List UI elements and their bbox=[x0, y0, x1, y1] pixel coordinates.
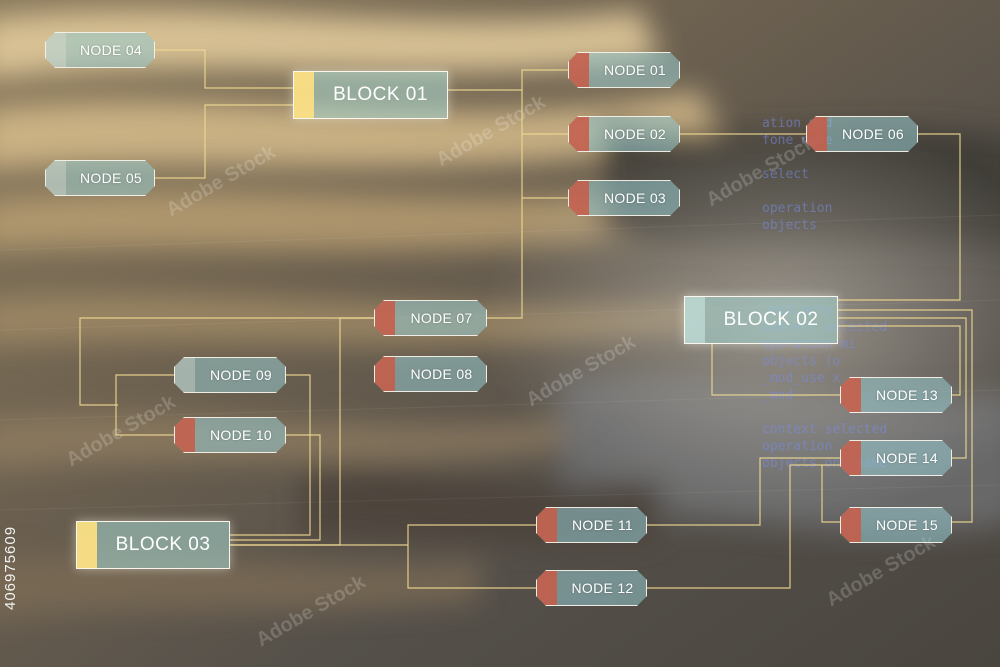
block-cap bbox=[294, 72, 314, 118]
node-cap bbox=[807, 117, 827, 151]
node-label: NODE 11 bbox=[572, 517, 633, 533]
node-cap bbox=[537, 508, 557, 542]
node-cap bbox=[46, 161, 66, 195]
node-label: NODE 05 bbox=[79, 170, 142, 186]
node-cap bbox=[841, 378, 861, 412]
node-cap bbox=[841, 508, 861, 542]
code-line: select bbox=[762, 167, 809, 182]
node-01[interactable]: NODE 01 bbox=[568, 52, 680, 88]
node-13[interactable]: NODE 13 bbox=[840, 377, 952, 413]
node-10[interactable]: NODE 10 bbox=[174, 417, 286, 453]
node-14[interactable]: NODE 14 bbox=[840, 440, 952, 476]
node-cap bbox=[375, 357, 395, 391]
node-07[interactable]: NODE 07 bbox=[374, 300, 487, 336]
code-line: operation bbox=[762, 201, 833, 216]
node-label: NODE 03 bbox=[603, 190, 666, 206]
block-label: BLOCK 02 bbox=[723, 309, 819, 330]
node-label: NODE 01 bbox=[603, 62, 666, 78]
node-cap bbox=[175, 418, 195, 452]
node-cap bbox=[537, 571, 557, 605]
node-label: NODE 13 bbox=[875, 387, 938, 403]
block-label: BLOCK 03 bbox=[115, 534, 211, 555]
node-label: NODE 06 bbox=[841, 126, 904, 142]
node-cap bbox=[841, 441, 861, 475]
node-cap bbox=[175, 358, 195, 392]
code-line: operation bbox=[762, 439, 833, 454]
node-cap bbox=[569, 181, 589, 215]
node-15[interactable]: NODE 15 bbox=[840, 507, 952, 543]
node-label: NODE 10 bbox=[209, 427, 272, 443]
code-line: _mod_use x bbox=[762, 371, 841, 386]
node-08[interactable]: NODE 08 bbox=[374, 356, 487, 392]
block-label: BLOCK 01 bbox=[333, 84, 428, 105]
node-label: NODE 04 bbox=[79, 42, 142, 58]
stock-id: 406975609 bbox=[2, 525, 19, 610]
node-cap bbox=[569, 53, 589, 87]
node-04[interactable]: NODE 04 bbox=[45, 32, 155, 68]
block-cap bbox=[77, 522, 97, 568]
node-12[interactable]: NODE 12 bbox=[536, 570, 647, 606]
node-label: NODE 12 bbox=[571, 580, 634, 596]
node-label: NODE 07 bbox=[410, 310, 473, 326]
block-02[interactable]: BLOCK 02 bbox=[684, 296, 838, 344]
node-label: NODE 15 bbox=[875, 517, 938, 533]
node-11[interactable]: NODE 11 bbox=[536, 507, 647, 543]
node-06[interactable]: NODE 06 bbox=[806, 116, 918, 152]
node-label: NODE 09 bbox=[209, 367, 272, 383]
block-01[interactable]: BLOCK 01 bbox=[293, 71, 448, 119]
node-cap bbox=[46, 33, 66, 67]
code-line: objects (o bbox=[762, 354, 841, 369]
node-03[interactable]: NODE 03 bbox=[568, 180, 680, 216]
node-cap bbox=[375, 301, 395, 335]
node-cap bbox=[569, 117, 589, 151]
node-02[interactable]: NODE 02 bbox=[568, 116, 680, 152]
code-line: context selected bbox=[762, 422, 888, 437]
node-label: NODE 02 bbox=[603, 126, 666, 142]
block-03[interactable]: BLOCK 03 bbox=[76, 521, 230, 569]
node-label: NODE 14 bbox=[875, 450, 938, 466]
node-label: NODE 08 bbox=[410, 366, 473, 382]
block-cap bbox=[685, 297, 705, 343]
node-09[interactable]: NODE 09 bbox=[174, 357, 286, 393]
code-line: objects bbox=[762, 218, 817, 233]
node-05[interactable]: NODE 05 bbox=[45, 160, 155, 196]
